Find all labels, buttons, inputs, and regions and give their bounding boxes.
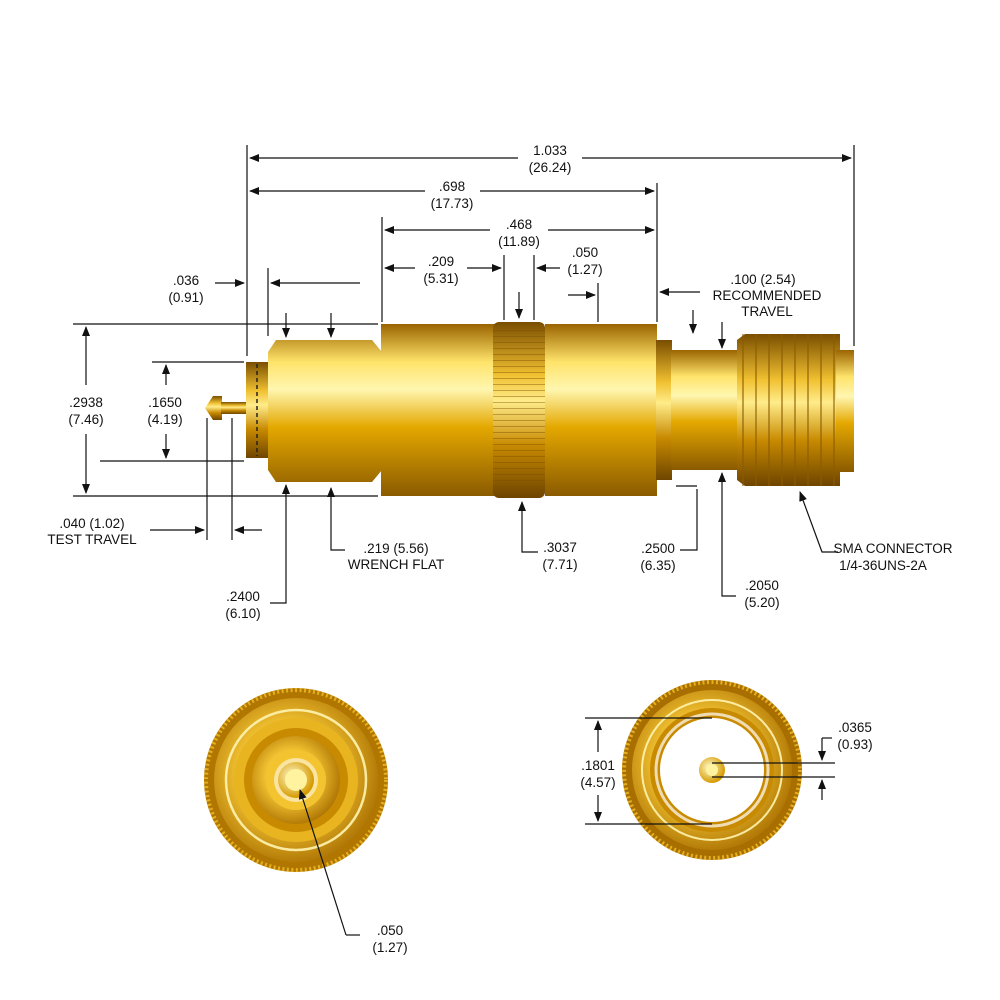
label-body-dia-mm: (7.46) <box>68 412 103 427</box>
label-socket-dia-inch: .1801 <box>581 758 615 773</box>
label-plunger-dia-inch: .050 <box>377 923 403 938</box>
label-travel-2: RECOMMENDED <box>713 288 822 303</box>
front-body <box>268 324 382 496</box>
label-wrench-2: WRENCH FLAT <box>348 557 445 572</box>
dimension-labels: 1.033 (26.24) .698 (17.73) .468 (11.89) … <box>47 143 952 621</box>
label-sma-2: 1/4-36UNS-2A <box>839 558 927 573</box>
main-barrel <box>381 324 501 496</box>
sma-end <box>836 350 854 472</box>
label-front-inch: .209 <box>428 254 454 269</box>
side-view <box>205 322 854 498</box>
label-flange-inch: .036 <box>173 273 199 288</box>
plunger-shaft <box>221 402 251 414</box>
plunger-tip <box>205 396 222 420</box>
label-body-inch: .698 <box>439 179 465 194</box>
label-knurl-dia-inch: .3037 <box>543 540 577 555</box>
label-overall-inch: 1.033 <box>533 143 567 158</box>
step-ring <box>656 340 672 480</box>
label-front-mm: (5.31) <box>423 271 458 286</box>
label-neck-dia-mm: (6.35) <box>640 558 675 573</box>
front-end-view: .050 (1.27) <box>204 688 408 955</box>
label-wrench-1: .219 (5.56) <box>363 541 428 556</box>
label-pin-dia-inch: .0365 <box>838 720 872 735</box>
label-flange-mm: (0.91) <box>168 290 203 305</box>
label-travel-3: TRAVEL <box>741 304 793 319</box>
label-travel-1: .100 (2.54) <box>730 272 795 287</box>
label-barrel-mm: (11.89) <box>498 234 540 249</box>
rear-end-view: .1801 (4.57) .0365 (0.93) <box>580 680 873 860</box>
label-sma-1: SMA CONNECTOR <box>833 541 952 556</box>
label-front-dia-inch: .2400 <box>226 589 260 604</box>
label-tip-dia-inch: .1650 <box>148 395 182 410</box>
neck <box>671 350 743 470</box>
label-front-dia-mm: (6.10) <box>225 606 260 621</box>
dimension-lines <box>73 145 855 604</box>
label-tip-dia-mm: (4.19) <box>147 412 182 427</box>
label-knurl-dia-mm: (7.71) <box>542 557 577 572</box>
label-body-dia-inch: .2938 <box>69 395 103 410</box>
label-pin-dia-mm: (0.93) <box>837 737 872 752</box>
label-thread-minor-inch: .2050 <box>745 578 779 593</box>
label-thread-minor-mm: (5.20) <box>744 595 779 610</box>
label-socket-dia-mm: (4.57) <box>580 775 615 790</box>
label-knurl-mm: (1.27) <box>567 262 602 277</box>
rear-barrel <box>545 324 657 496</box>
label-plunger-dia-mm: (1.27) <box>372 940 407 955</box>
label-knurl-inch: .050 <box>572 245 598 260</box>
label-test-travel-2: TEST TRAVEL <box>47 532 137 547</box>
label-barrel-inch: .468 <box>506 217 532 232</box>
label-body-mm: (17.73) <box>431 196 474 211</box>
label-neck-dia-inch: .2500 <box>641 541 675 556</box>
label-test-travel-1: .040 (1.02) <box>59 516 124 531</box>
label-overall-mm: (26.24) <box>529 160 572 175</box>
